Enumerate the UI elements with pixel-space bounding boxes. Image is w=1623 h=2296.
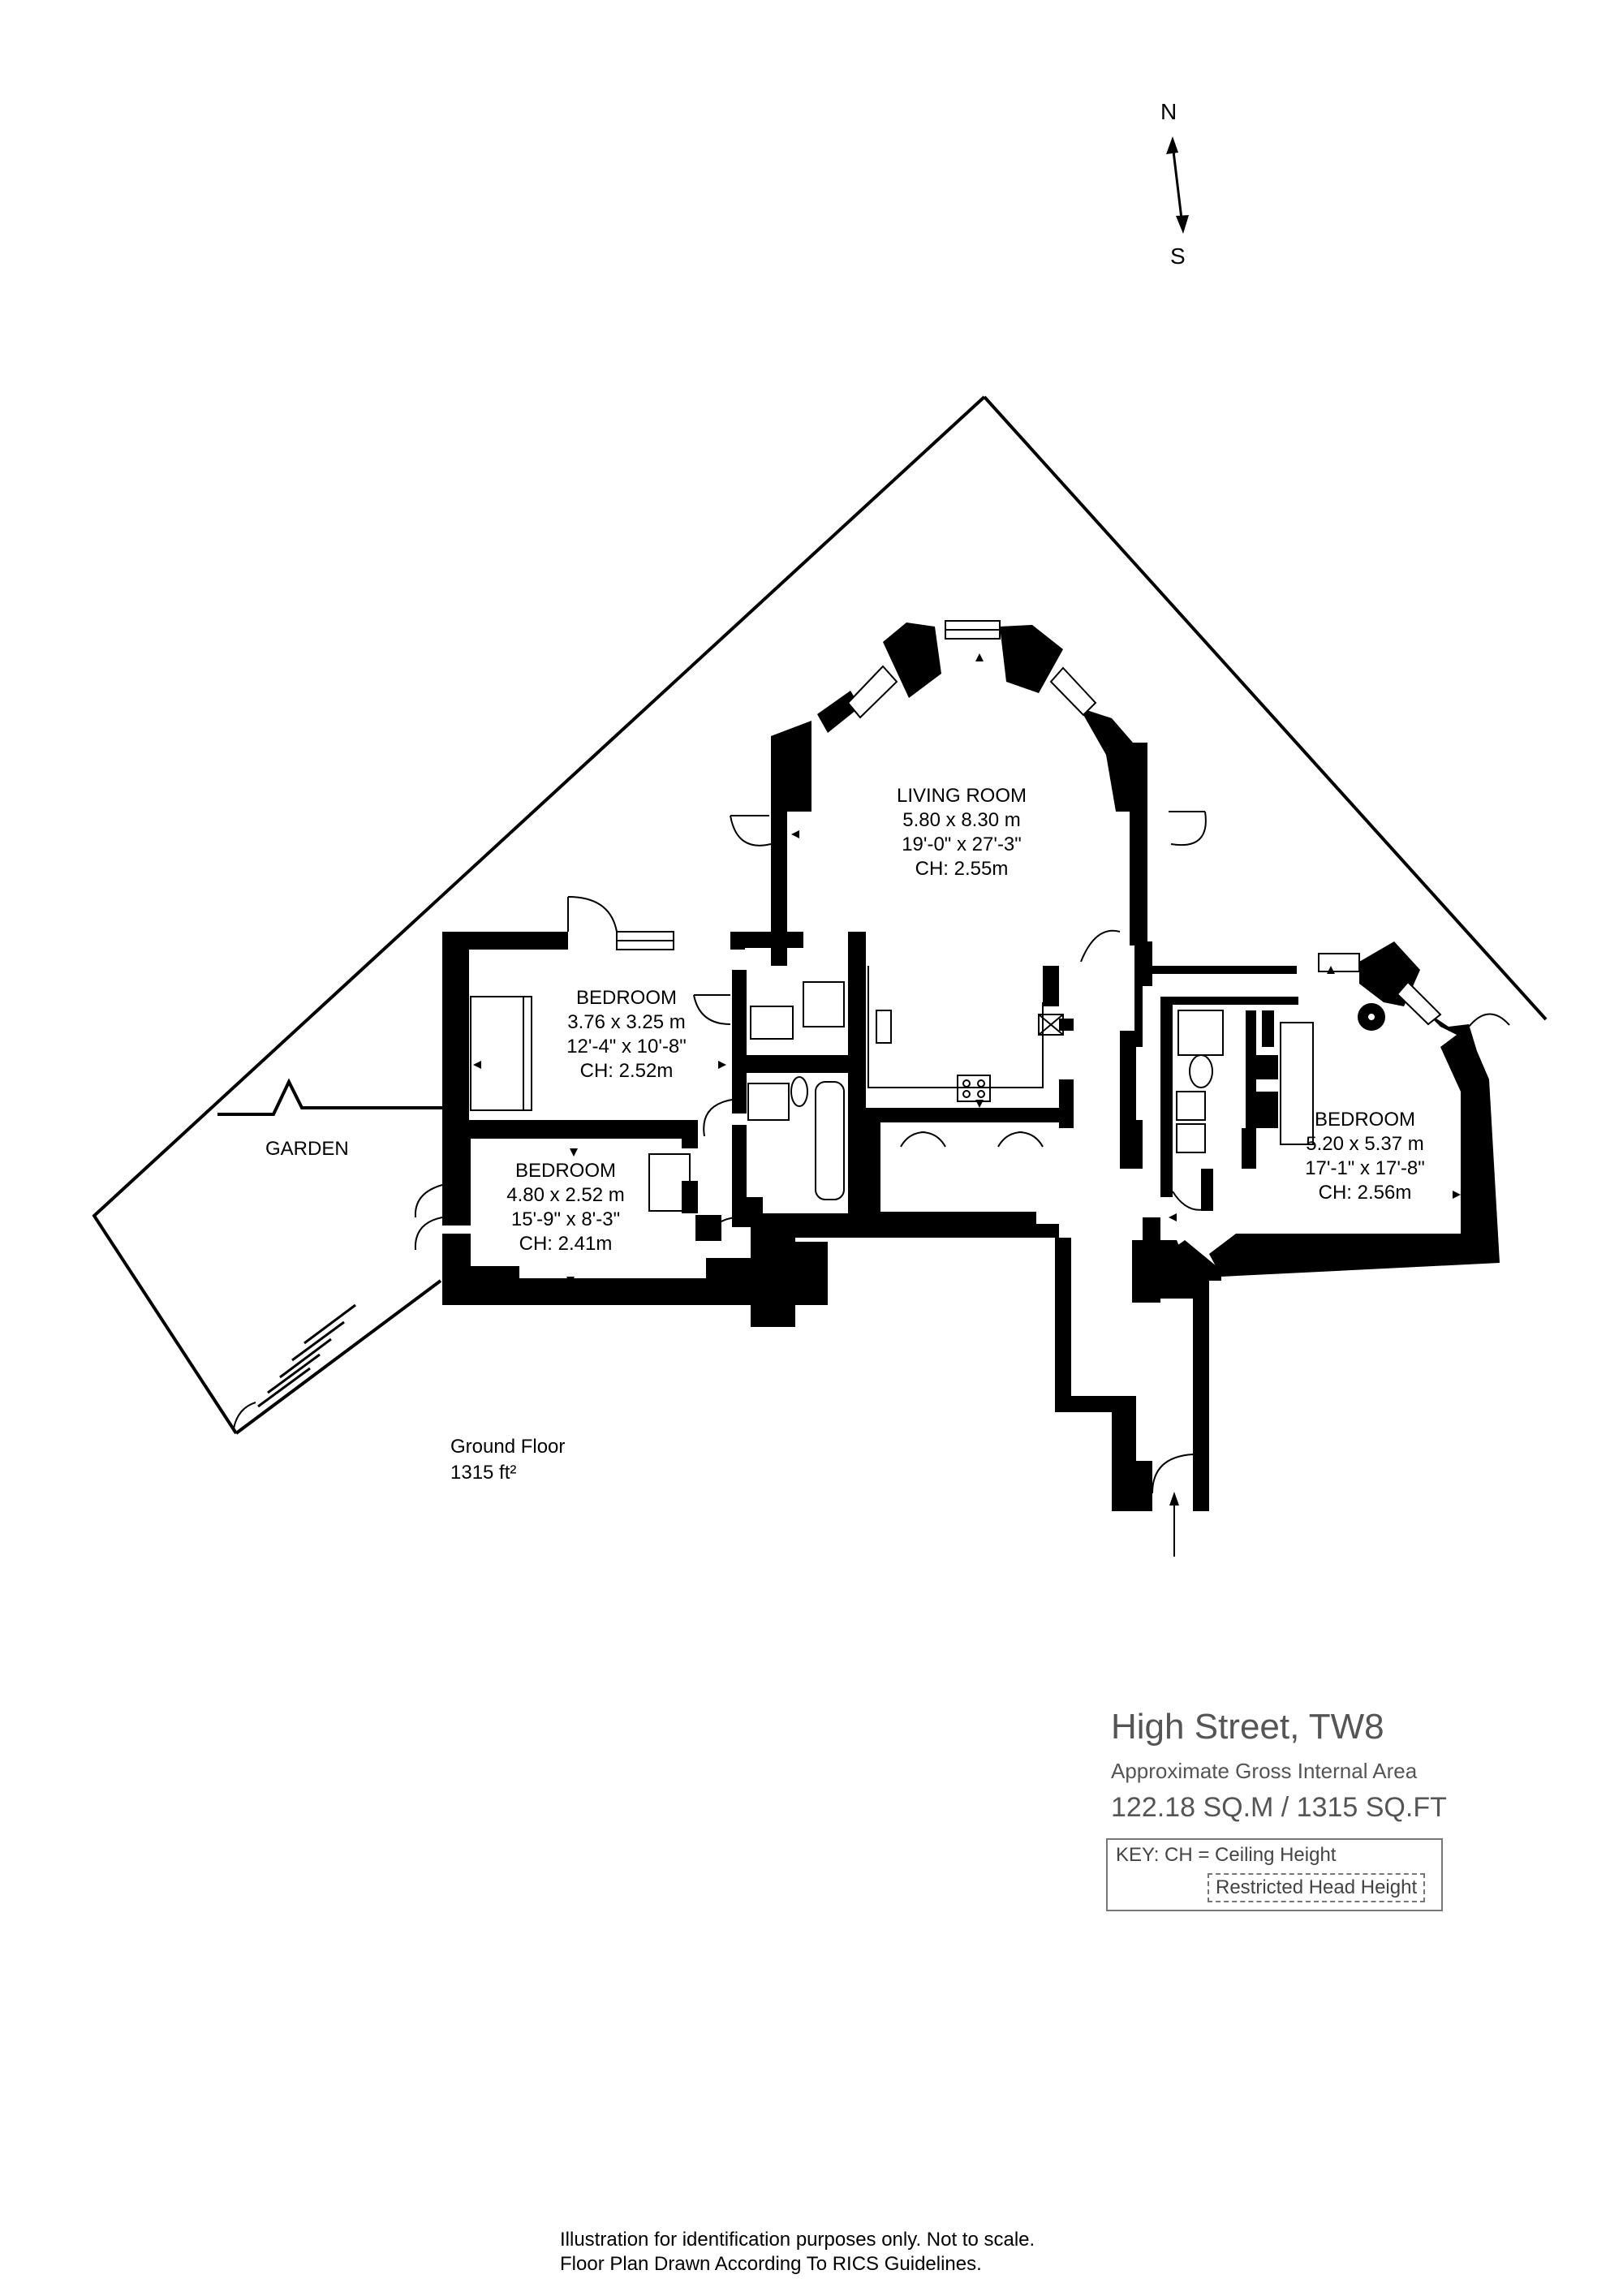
toilet-bath	[790, 1076, 808, 1107]
kitchen-counter	[867, 966, 1044, 1088]
compass-south-label: S	[1170, 243, 1186, 269]
bedroom-2-name: BEDROOM	[515, 1160, 616, 1182]
window-living-left	[846, 665, 898, 719]
door-living-right	[1169, 811, 1207, 846]
door-wardrobe-1	[900, 1131, 946, 1148]
window-living-right	[1049, 666, 1097, 717]
property-subtitle: Approximate Gross Internal Area	[1111, 1759, 1418, 1783]
key-restricted-head-height: Restricted Head Height	[1208, 1873, 1426, 1902]
bedroom-1-name: BEDROOM	[576, 987, 677, 1009]
wardrobe-bedroom-1	[470, 996, 532, 1111]
bedroom-2-metric: 4.80 x 2.52 m	[506, 1184, 624, 1206]
bedroom-3-imperial: 17'-1" x 17'-8"	[1305, 1157, 1425, 1179]
bath	[815, 1081, 845, 1200]
fixtures	[470, 966, 1385, 1241]
cupboard-hall	[695, 1215, 721, 1241]
living-room-name: LIVING ROOM	[897, 785, 1027, 807]
footer-line-1: Illustration for identification purposes…	[560, 2229, 1035, 2251]
bedroom-2-ceiling: CH: 2.41m	[519, 1233, 613, 1255]
compass: N S	[1160, 99, 1189, 269]
compass-north-label: N	[1160, 99, 1177, 124]
bedroom-3-label: BEDROOM 5.20 x 5.37 m 17'-1" x 17'-8" CH…	[1305, 1109, 1425, 1204]
door-bedroom-1-top	[567, 896, 618, 933]
floor-name: Ground Floor	[450, 1436, 565, 1458]
key-ceiling-height: KEY: CH = Ceiling Height	[1116, 1844, 1337, 1866]
wardrobe-bedroom-2	[648, 1153, 691, 1212]
floor-area: 1315 ft²	[450, 1462, 516, 1484]
key-box	[1106, 1838, 1443, 1911]
compass-north-arrow	[1166, 136, 1178, 154]
bedroom-1-label: BEDROOM 3.76 x 3.25 m 12'-4" x 10'-8" CH…	[566, 987, 687, 1082]
living-room-imperial: 19'-0" x 27'-3"	[902, 834, 1022, 855]
property-area: 122.18 SQ.M / 1315 SQ.FT	[1111, 1792, 1447, 1823]
bedroom-1-ceiling: CH: 2.52m	[580, 1060, 674, 1082]
plot-boundary	[92, 395, 1548, 1435]
compass-needle	[1171, 144, 1184, 226]
basin-bedroom-1	[750, 1006, 794, 1040]
bedroom-2-label: BEDROOM 4.80 x 2.52 m 15'-9" x 8'-3" CH:…	[506, 1160, 624, 1255]
entrance-arrow	[1169, 1492, 1179, 1557]
bedroom-2-imperial: 15'-9" x 8'-3"	[511, 1208, 620, 1230]
door-living-left	[730, 815, 772, 846]
door-entrance	[1152, 1454, 1194, 1494]
hob	[957, 1075, 991, 1102]
basin-bedroom-3-a	[1176, 1091, 1206, 1121]
door-bath	[703, 1099, 733, 1137]
window-bedroom-3	[1318, 953, 1360, 972]
footer-disclaimer: Illustration for identification purposes…	[560, 2228, 1035, 2277]
kitchen-sink	[876, 1010, 892, 1044]
living-room-label: LIVING ROOM 5.80 x 8.30 m 19'-0" x 27'-3…	[897, 785, 1027, 880]
compass-south-arrow	[1176, 215, 1189, 234]
living-room-ceiling: CH: 2.55m	[915, 858, 1009, 880]
wardrobe-bedroom-3	[1280, 1022, 1314, 1145]
shower-bedroom-3	[1177, 1010, 1224, 1056]
kitchen-cupboard	[1038, 1014, 1064, 1036]
bedroom-3-ceiling: CH: 2.56m	[1319, 1182, 1412, 1204]
bedroom-1-metric: 3.76 x 3.25 m	[567, 1011, 685, 1033]
living-room-metric: 5.80 x 8.30 m	[902, 809, 1020, 831]
shower-bedroom-1	[803, 981, 845, 1027]
windows	[616, 620, 1442, 1026]
dimension-markers	[473, 653, 1461, 1285]
window-bedroom-3-corner	[1396, 980, 1442, 1026]
garden-steps	[233, 1303, 356, 1429]
property-title: High Street, TW8	[1111, 1707, 1384, 1747]
door-kitchen	[1080, 929, 1121, 963]
bedroom-1-imperial: 12'-4" x 10'-8"	[566, 1036, 687, 1058]
basin-bedroom-3-b	[1176, 1123, 1206, 1153]
doors	[414, 811, 1510, 1494]
door-garden-double	[414, 1184, 443, 1251]
bedroom-3-name: BEDROOM	[1315, 1109, 1415, 1131]
door-corridor-bedroom-3	[1172, 1191, 1206, 1211]
bedroom-3-metric: 5.20 x 5.37 m	[1306, 1133, 1423, 1155]
garden-label: GARDEN	[265, 1138, 349, 1160]
walls	[442, 622, 1500, 1511]
door-bedroom-1-bath	[693, 994, 731, 1025]
door-bedroom-3-ext	[1468, 1013, 1510, 1027]
footer-line-2: Floor Plan Drawn According To RICS Guide…	[560, 2253, 982, 2275]
door-wardrobe-2	[997, 1131, 1044, 1148]
toilet-bedroom-3	[1189, 1054, 1213, 1088]
basin-bath	[747, 1083, 790, 1121]
